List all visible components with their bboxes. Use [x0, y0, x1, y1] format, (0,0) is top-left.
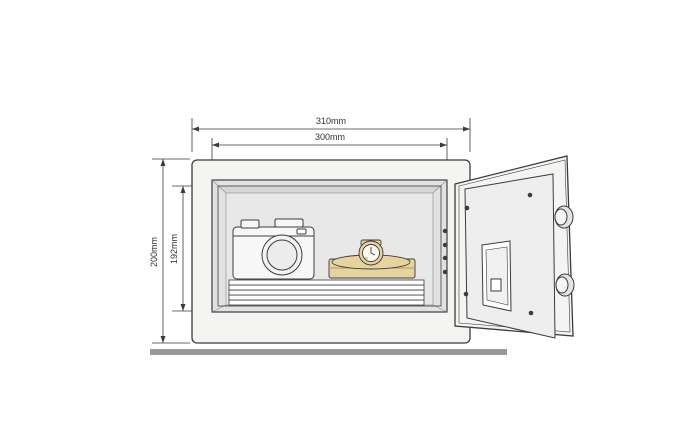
inner-width-label: 300mm	[315, 132, 345, 142]
watch-icon	[331, 239, 411, 270]
bolt-holes	[442, 228, 448, 275]
outer-height-label: 200mm	[149, 237, 159, 267]
safe-door	[454, 155, 575, 339]
outer-height-dimension	[152, 158, 190, 344]
outer-width-dimension	[191, 118, 471, 152]
floor	[150, 349, 507, 355]
door-hinges	[554, 205, 575, 297]
inner-width-dimension	[211, 138, 448, 180]
paper-stack-icon	[228, 279, 425, 306]
lock-mechanism-icon	[481, 240, 512, 312]
inner-height-label: 192mm	[169, 234, 179, 264]
camera-icon	[232, 218, 315, 280]
outer-width-label: 310mm	[316, 116, 346, 126]
